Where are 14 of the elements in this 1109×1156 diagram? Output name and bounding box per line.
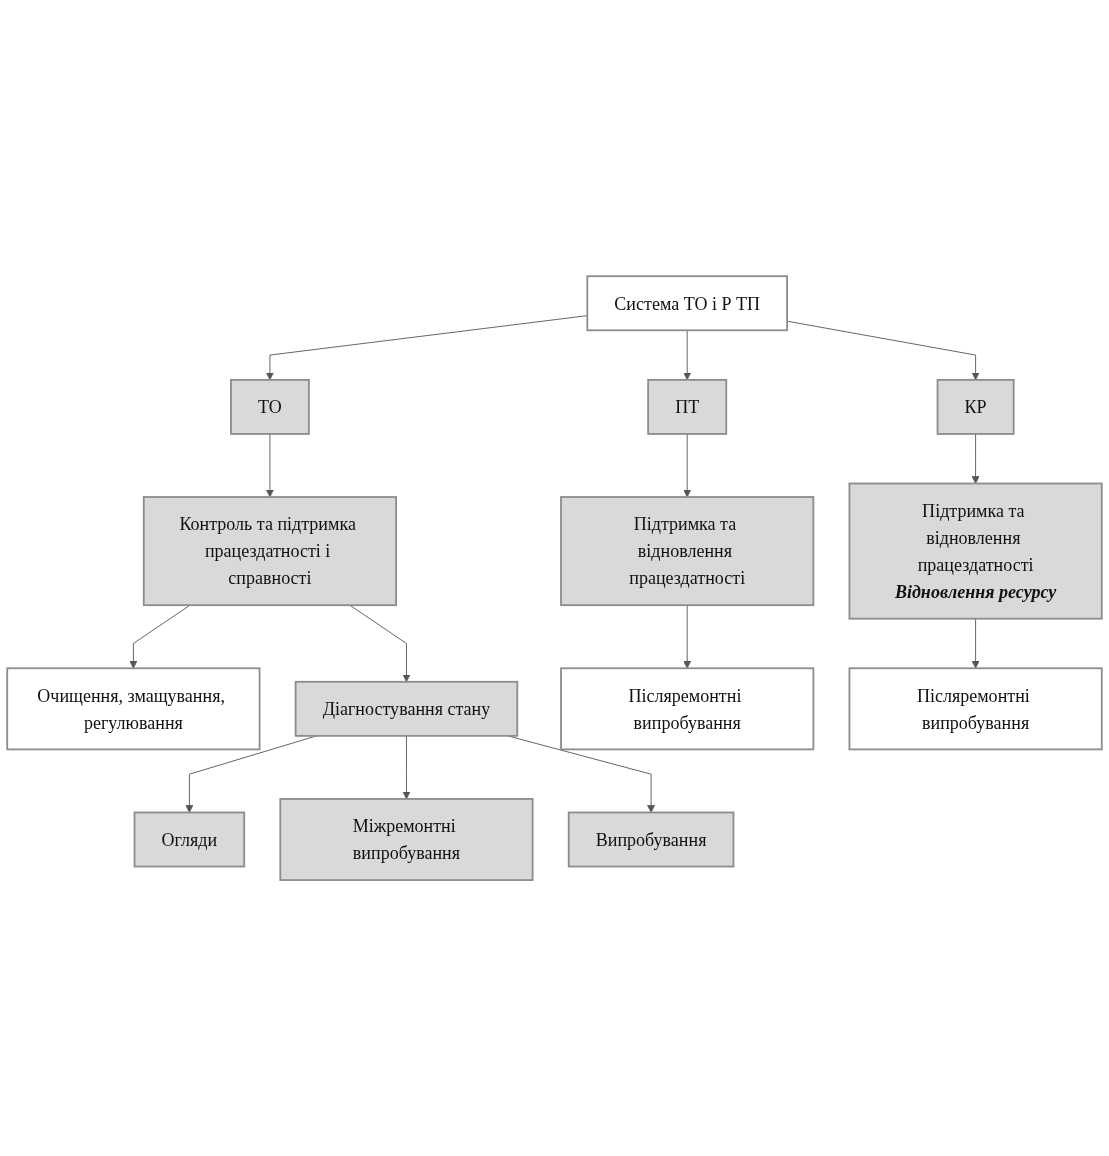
node-box: Очищення, змащування, регулювання	[6, 667, 261, 751]
node-box: Контроль та підтримка працездатності і справності	[142, 496, 397, 606]
node-box: ТО	[230, 378, 310, 435]
node-box: Діагностування стану	[294, 680, 519, 737]
node-box: ПТ	[647, 378, 728, 435]
node-box: Післяремонтні випробування	[560, 667, 815, 751]
node-box: Міжремонтні випробування	[279, 797, 534, 881]
node-box: КР	[936, 378, 1015, 435]
node-box: Система ТО і Р ТП	[586, 275, 788, 332]
node-box: Підтримка та відновлення працездатності Відновлення ресурсу	[848, 482, 1103, 620]
node-box: Післяремонтні випробування	[848, 667, 1103, 751]
node-box: Випробування	[567, 811, 735, 868]
node-box: Підтримка та відновлення працездатності	[560, 496, 815, 606]
node-box: Огляди	[133, 811, 246, 868]
